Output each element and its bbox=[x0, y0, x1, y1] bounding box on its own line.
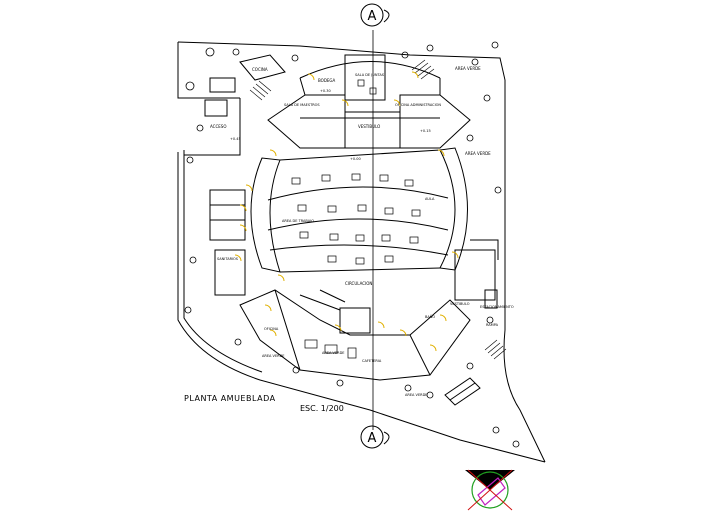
drawing-scale: ESC. 1/200 bbox=[300, 404, 344, 413]
drawing-title: PLANTA AMUEBLADA bbox=[184, 394, 276, 403]
label-oficinas-adm: OFICINA ADMINISTRACION bbox=[395, 103, 441, 107]
label-bano: BAÑO bbox=[425, 314, 435, 319]
label-area-verde-bottom: AREA VERDE bbox=[405, 393, 428, 397]
stairs bbox=[249, 59, 507, 360]
furniture-tables bbox=[291, 79, 421, 359]
section-mark-bottom: A bbox=[368, 431, 377, 446]
level-mark-1: +0.00 bbox=[350, 157, 361, 161]
label-rampa: RAMPA bbox=[486, 323, 499, 327]
label-cafeteria: CAFETERIA bbox=[362, 359, 382, 363]
left-wing bbox=[209, 189, 246, 296]
label-vestibulo-2: VESTIBULO bbox=[450, 302, 470, 306]
level-mark-3: +0.30 bbox=[320, 89, 331, 93]
label-aulas: AULA bbox=[425, 197, 435, 201]
label-sala-maestros: SALA DE MAESTROS bbox=[284, 103, 320, 107]
label-sanitarios: SANITARIOS bbox=[217, 257, 239, 261]
label-area-verde-top: AREA VERDE bbox=[455, 66, 481, 71]
label-circulacion: CIRCULACION bbox=[345, 281, 372, 286]
main-hall bbox=[250, 147, 468, 273]
label-area-verde-right: AREA VERDE bbox=[465, 151, 491, 156]
label-vestibulo: VESTIBULO bbox=[358, 124, 380, 129]
right-wing bbox=[454, 239, 499, 309]
level-mark-2: +0.15 bbox=[420, 129, 431, 133]
tree-icon bbox=[184, 41, 520, 448]
label-area-trabajo: AREA DE TRABAJO bbox=[282, 219, 314, 223]
label-cocina: COCINA bbox=[252, 67, 268, 72]
section-cut-icon bbox=[360, 3, 390, 449]
parking-element bbox=[444, 377, 481, 406]
level-mark-4: +0.45 bbox=[230, 137, 241, 141]
label-area-verde-bottom-left: AREA VERDE bbox=[322, 351, 345, 355]
label-bodega: BODEGA bbox=[318, 78, 336, 83]
label-area-verde-left: AREA VERDE bbox=[262, 354, 285, 358]
bottom-wing bbox=[239, 289, 471, 381]
section-mark-top: A bbox=[368, 9, 377, 24]
doors bbox=[234, 71, 459, 352]
label-acceso: ACCESO bbox=[210, 124, 226, 129]
north-arrow-icon bbox=[465, 469, 515, 511]
label-estacionamiento: ESTACIONAMIENTO bbox=[480, 305, 514, 309]
top-wing bbox=[204, 54, 471, 149]
site-boundary bbox=[177, 41, 546, 463]
label-oficina: OFICINA bbox=[264, 327, 279, 331]
label-sala-juntas: SALA DE JUNTAS bbox=[355, 73, 385, 77]
